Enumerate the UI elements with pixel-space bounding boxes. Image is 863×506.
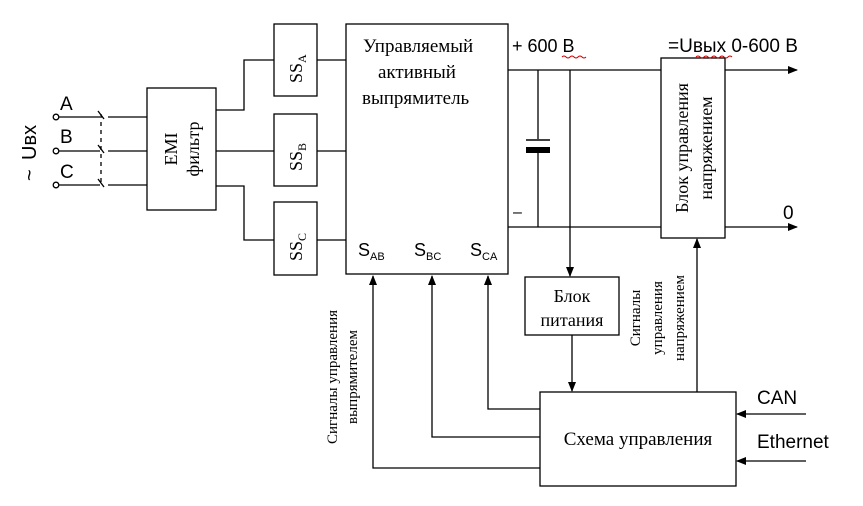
- output-voltage-label: =Uвых 0-600 В: [668, 36, 798, 57]
- phase-b-label: B: [60, 127, 73, 148]
- input-voltage-label: Uвх: [19, 125, 41, 160]
- rectifier-label-line2: активный: [378, 62, 456, 83]
- emi-to-softstart-wires: [216, 59, 275, 241]
- dc-bus-wires: [508, 69, 661, 277]
- emi-filter-label-line1: EMI: [161, 133, 181, 166]
- voltage-signals-label-line3: напряжением: [672, 275, 688, 361]
- input-switch: [59, 110, 148, 188]
- rectifier-label-line3: выпрямитель: [362, 88, 470, 109]
- softstart-to-rectifier-wires: [317, 59, 347, 241]
- rectifier-signals-label-line2: выпрямителем: [345, 330, 361, 424]
- control-circuit-box: [539, 391, 737, 487]
- dc-bus-plus-label: + 600 В: [512, 36, 575, 56]
- voltage-signals-label-line2: управления: [650, 281, 666, 355]
- active-rectifier-box: [345, 23, 509, 275]
- spellcheck-underline: [561, 55, 587, 59]
- rectifier-label-line1: Управляемый: [363, 36, 473, 57]
- power-supply-label-line2: питания: [541, 310, 604, 330]
- rectifier-minus-label: –: [513, 204, 522, 221]
- softstart-b-label: SSB: [286, 143, 309, 171]
- voltage-block-label-line1: Блок управления: [672, 83, 692, 213]
- voltage-block-label-line2: напряжением: [696, 96, 716, 199]
- softstart-c-label: SSC: [286, 233, 309, 261]
- emi-filter-box: [146, 87, 217, 211]
- output-zero-label: 0: [783, 203, 794, 224]
- switch-sab-label: SAB: [358, 240, 385, 263]
- input-voltage-tilde: ~: [19, 169, 41, 181]
- softstart-b-box: [273, 113, 318, 187]
- softstart-a-box: [273, 23, 318, 97]
- voltage-control-block-box: [660, 57, 726, 239]
- power-supply-label-line1: Блок: [554, 286, 591, 306]
- emi-filter-label-line2: фильтр: [183, 122, 203, 177]
- softstart-c-box: [273, 201, 318, 276]
- control-circuit-label: Схема управления: [564, 429, 713, 450]
- input-terminals: [52, 113, 60, 189]
- phase-c-label: C: [60, 162, 74, 183]
- switch-sbc-label: SBC: [414, 240, 441, 263]
- can-label: CAN: [757, 388, 797, 409]
- softstart-a-label: SSA: [286, 54, 309, 83]
- rectifier-control-signal-lines: [369, 275, 540, 469]
- spellcheck-underline-out: [695, 55, 733, 59]
- rectifier-signals-label-line1: Сигналы управления: [325, 310, 341, 444]
- ethernet-label: Ethernet: [757, 432, 830, 453]
- voltage-signals-label-line1: Сигналы: [628, 290, 644, 347]
- phase-a-label: A: [60, 94, 73, 115]
- switch-sca-label: SCA: [470, 240, 498, 263]
- capacitor-plate: [526, 147, 550, 153]
